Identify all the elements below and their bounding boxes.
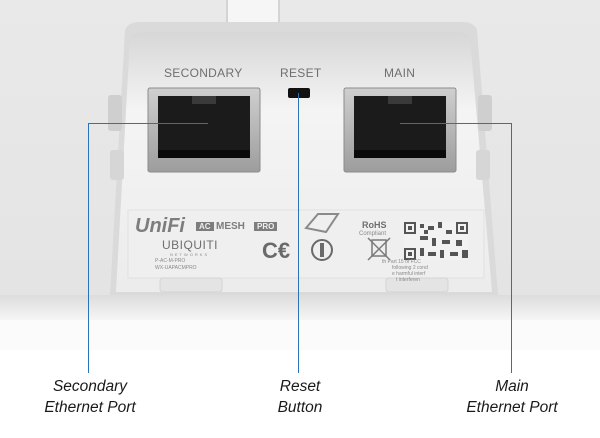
model-mesh: MESH [216, 221, 245, 232]
main-callout-vertical [511, 123, 512, 373]
fcc-line-1: th Part 15 of FCC [382, 259, 421, 265]
fcc-line-3: e harmful interf [392, 271, 426, 277]
main-caption-line2: Ethernet Port [466, 399, 558, 416]
model-ac: AC [196, 222, 214, 231]
part-number-1: P-AC-M-PRO [155, 258, 186, 264]
secondary-caption-line1: Secondary [52, 378, 128, 395]
fcc-line-2: following 2 cond [392, 265, 428, 271]
secondary-callout-vertical [88, 123, 89, 373]
main-ethernet-port-caption: Main Ethernet Port [450, 376, 574, 418]
svg-text:C€: C€ [262, 238, 290, 263]
reset-caption-line2: Button [277, 399, 323, 416]
model-pro: PRO [254, 222, 278, 231]
rohs-compliant: Compliant [359, 231, 387, 237]
reset-button [288, 88, 310, 98]
secondary-port-label: SECONDARY [164, 66, 243, 80]
main-port [343, 87, 457, 173]
reset-button-caption: Reset Button [262, 376, 338, 418]
secondary-ethernet-port-caption: Secondary Ethernet Port [28, 376, 152, 418]
main-callout-horizontal [400, 123, 512, 124]
rohs-label: RoHS [362, 220, 387, 230]
qr-code [404, 222, 468, 260]
reset-caption-line1: Reset [279, 378, 321, 395]
main-port-label: MAIN [384, 66, 416, 80]
ubiquiti-brand: UBIQUITI [162, 238, 219, 252]
reset-port-label: RESET [280, 66, 322, 80]
secondary-caption-line2: Ethernet Port [44, 399, 136, 416]
fcc-line-4: t interferen [396, 277, 420, 283]
device-photo: C€ [0, 0, 600, 350]
main-caption-line1: Main [495, 378, 529, 395]
ubiquiti-brand-sub: NETWORKS [170, 252, 210, 257]
secondary-port [147, 87, 261, 173]
reset-callout-vertical [298, 93, 299, 373]
secondary-callout-horizontal [88, 123, 208, 124]
unifi-logo: UniFi [135, 215, 185, 237]
part-number-2: WX-UAPACMPRO [155, 265, 197, 271]
